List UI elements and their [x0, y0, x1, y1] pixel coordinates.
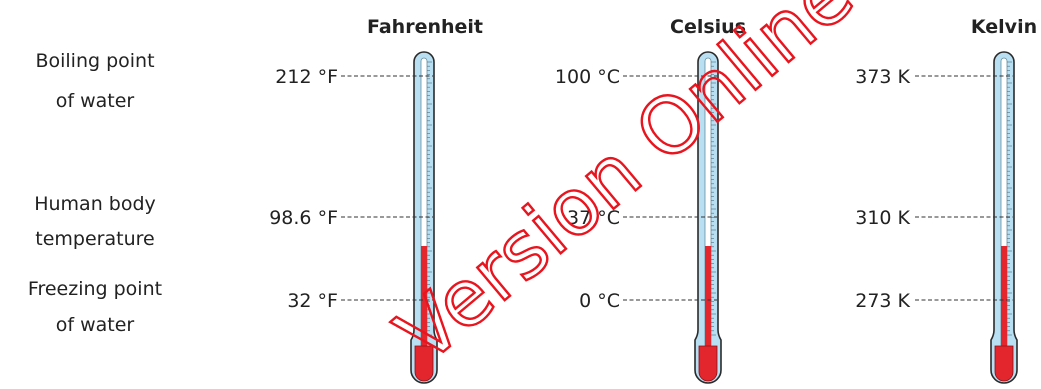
- value-label-celsius-freezing: 0 °C: [579, 290, 620, 312]
- thermometer-liquid-column: [1001, 246, 1007, 346]
- reference-label-body-line-1: Human body: [34, 193, 156, 215]
- scale-title-celsius: Celsius: [670, 16, 746, 38]
- thermometer-kelvin: [990, 51, 1018, 384]
- thermometer-bulb: [698, 345, 718, 382]
- thermometer-scale-ticks: [1007, 61, 1012, 336]
- value-label-kelvin-body: 310 K: [855, 207, 910, 229]
- value-label-kelvin-freezing: 273 K: [855, 290, 910, 312]
- thermometer-liquid-column: [705, 246, 711, 346]
- thermometer-scale-ticks: [427, 61, 432, 336]
- value-label-kelvin-boiling: 373 K: [855, 66, 910, 88]
- reference-label-freezing-line-1: Freezing point: [28, 278, 162, 300]
- scale-title-kelvin: Kelvin: [971, 16, 1037, 38]
- value-label-celsius-body: 37 °C: [567, 207, 620, 229]
- reference-label-freezing-line-2: of water: [56, 314, 135, 336]
- thermometer-liquid-column: [421, 246, 427, 346]
- reference-label-body-line-2: temperature: [35, 228, 154, 250]
- thermometer-bulb: [414, 345, 434, 382]
- watermark: Version Online: [381, 0, 870, 381]
- reference-label-boiling-line-2: of water: [56, 90, 135, 112]
- reference-label-boiling-line-1: Boiling point: [35, 50, 154, 72]
- scale-title-fahrenheit: Fahrenheit: [367, 16, 483, 38]
- value-label-celsius-boiling: 100 °C: [555, 66, 620, 88]
- value-label-fahrenheit-body: 98.6 °F: [269, 207, 338, 229]
- value-label-fahrenheit-boiling: 212 °F: [275, 66, 338, 88]
- value-label-fahrenheit-freezing: 32 °F: [287, 290, 338, 312]
- thermometer-bulb: [994, 345, 1014, 382]
- thermometer-fahrenheit: [410, 51, 438, 384]
